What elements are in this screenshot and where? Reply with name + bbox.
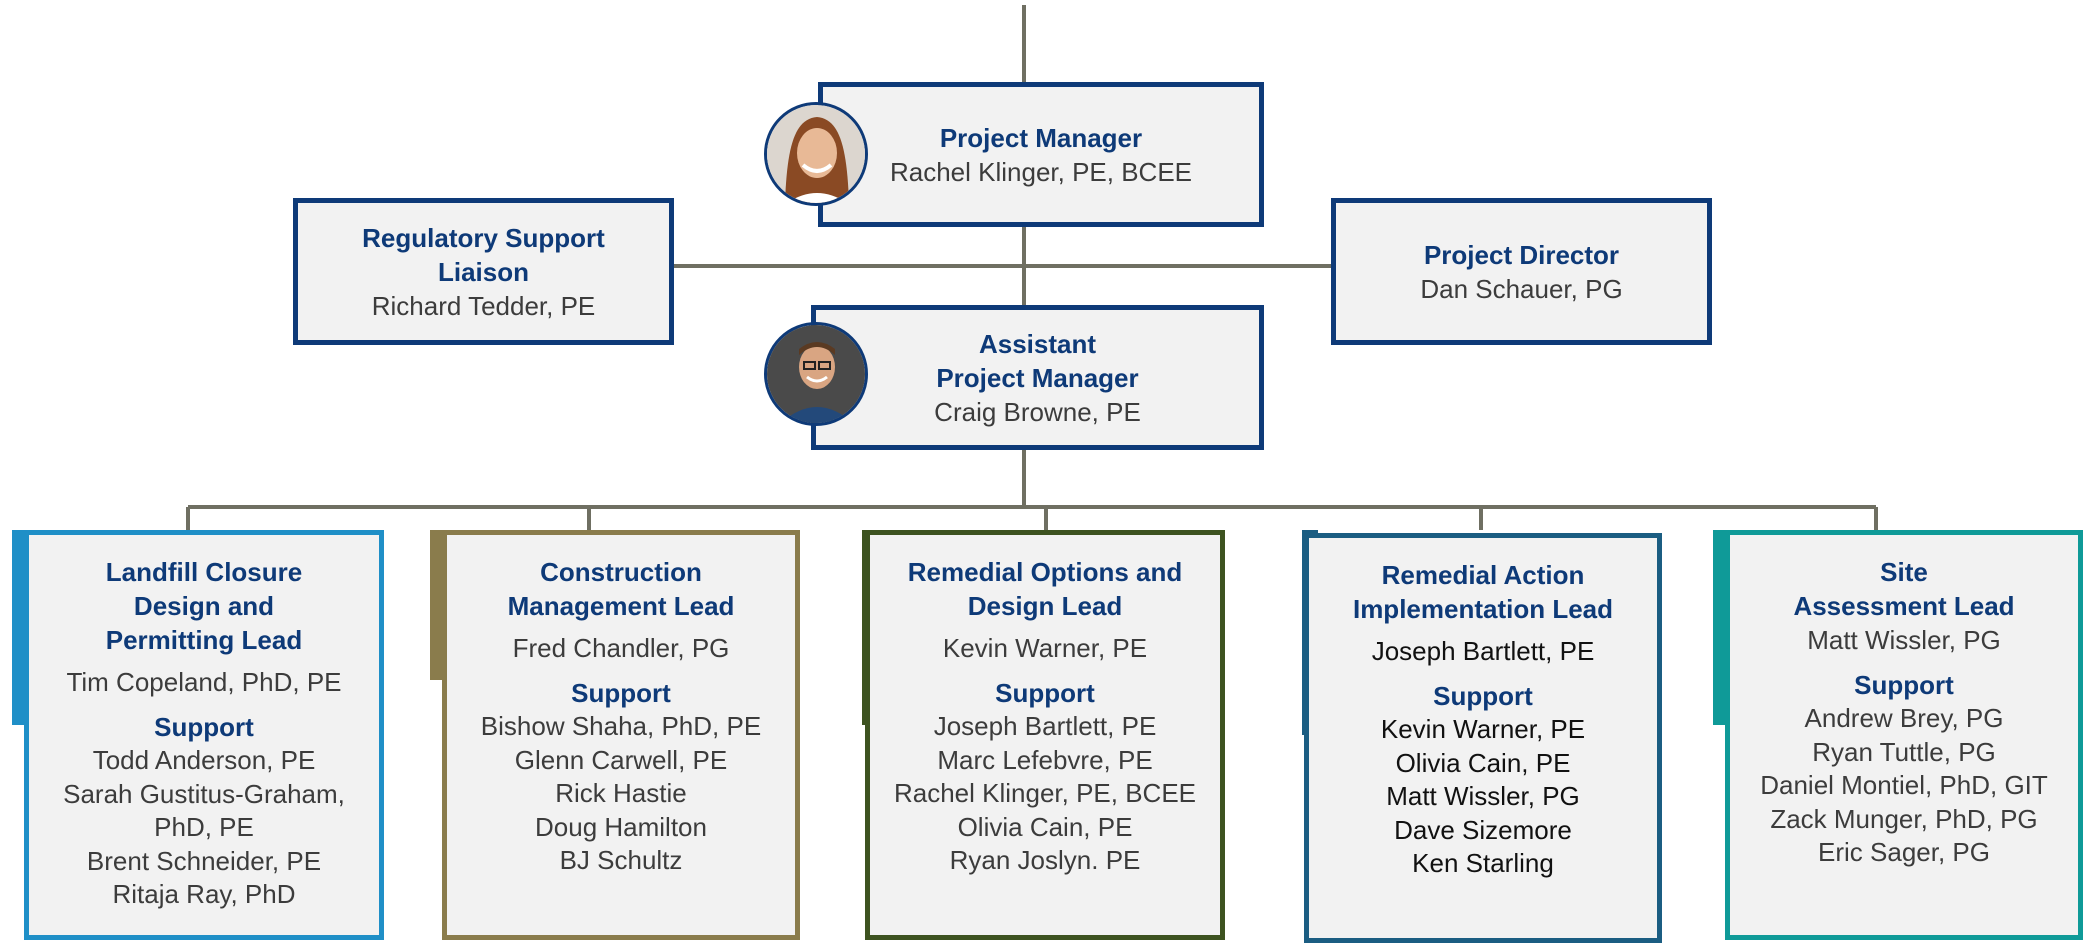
assistant-pm-name: Craig Browne, PE — [934, 396, 1141, 427]
team-4-member: Olivia Cain, PE — [1395, 747, 1571, 778]
team-1-member: Sarah Gustitus-Graham, — [63, 778, 345, 809]
project-director-box: Project Director Dan Schauer, PG — [1331, 198, 1712, 345]
regulatory-name: Richard Tedder, PE — [371, 290, 596, 321]
team-2-member: BJ Schultz — [559, 845, 683, 875]
team-1-support-heading: Support — [154, 712, 254, 742]
team-1-member: Brent Schneider, PE — [86, 845, 322, 876]
team-4-lead: Joseph Bartlett, PE — [1371, 636, 1595, 666]
team-4-member: Kevin Warner, PE — [1380, 714, 1586, 744]
assistant-pm-photo — [764, 322, 868, 426]
team-4-title-line1: Remedial Action — [1381, 560, 1585, 590]
team-3-title-line1: Remedial Options and — [907, 557, 1183, 587]
team-construction-management-box: Construction Management Lead Fred Chandl… — [442, 530, 800, 940]
team-5-member: Zack Munger, PhD, PG — [1770, 803, 2038, 834]
team-2-lead: Fred Chandler, PG — [512, 633, 730, 663]
person-photo-icon — [767, 105, 865, 203]
team-5-title-line1: Site — [1880, 557, 1928, 587]
team-4-support-heading: Support — [1433, 681, 1533, 711]
team-remedial-options-box: Remedial Options and Design Lead Kevin W… — [865, 530, 1225, 940]
team-2-member: Rick Hastie — [555, 778, 687, 808]
team-3-member: Olivia Cain, PE — [957, 811, 1133, 842]
project-manager-name: Rachel Klinger, PE, BCEE — [889, 156, 1193, 187]
team-1-member: Todd Anderson, PE — [92, 745, 316, 775]
project-director-title: Project Director — [1423, 239, 1620, 270]
project-manager-title: Project Manager — [939, 122, 1143, 153]
team-5-member: Ryan Tuttle, PG — [1812, 736, 1996, 767]
team-site-assessment-box: Site Assessment Lead Matt Wissler, PG Su… — [1725, 530, 2083, 940]
regulatory-title-line2: Liaison — [437, 256, 529, 287]
team-2-title-line1: Construction — [540, 557, 702, 587]
team-4-member: Dave Sizemore — [1394, 814, 1572, 845]
team-5-support-heading: Support — [1854, 670, 1954, 700]
assistant-pm-title-line2: Project Manager — [936, 362, 1139, 393]
team-1-title-line1: Landfill Closure — [105, 557, 303, 587]
team-2-support-heading: Support — [571, 678, 671, 708]
team-4-member: Matt Wissler, PG — [1386, 781, 1580, 811]
team-1-title-line3: Permitting Lead — [105, 625, 303, 655]
team-3-member: Ryan Joslyn. PE — [949, 845, 1141, 875]
team-1-member: Ritaja Ray, PhD — [112, 879, 296, 909]
team-3-lead: Kevin Warner, PE — [942, 633, 1148, 663]
project-manager-box: Project Manager Rachel Klinger, PE, BCEE — [818, 82, 1264, 227]
team-2-title-line2: Management Lead — [507, 591, 735, 621]
team-3-title-line2: Design Lead — [967, 591, 1123, 621]
team-1-title-line2: Design and — [133, 591, 275, 621]
regulatory-title-line1: Regulatory Support — [362, 222, 605, 253]
team-landfill-closure-box: Landfill Closure Design and Permitting L… — [24, 530, 384, 940]
person-photo-icon — [767, 325, 865, 423]
team-1-member: PhD, PE — [154, 812, 254, 842]
team-5-member: Eric Sager, PG — [1818, 837, 1990, 867]
team-2-member: Glenn Carwell, PE — [514, 744, 728, 775]
team-3-support-heading: Support — [995, 678, 1095, 708]
team-3-member: Marc Lefebvre, PE — [937, 744, 1153, 775]
team-2-member: Bishow Shaha, PhD, PE — [480, 711, 762, 741]
team-5-title-line2: Assessment Lead — [1793, 591, 2015, 621]
assistant-pm-box: Assistant Project Manager Craig Browne, … — [811, 305, 1264, 450]
team-3-member: Joseph Bartlett, PE — [933, 711, 1157, 741]
team-remedial-action-box: Remedial Action Implementation Lead Jose… — [1304, 533, 1662, 943]
assistant-pm-title-line1: Assistant — [978, 328, 1097, 359]
team-1-lead: Tim Copeland, PhD, PE — [66, 667, 342, 697]
project-manager-photo — [764, 102, 868, 206]
team-3-member: Rachel Klinger, PE, BCEE — [893, 778, 1197, 808]
team-5-member: Andrew Brey, PG — [1804, 703, 2004, 733]
regulatory-liaison-box: Regulatory Support Liaison Richard Tedde… — [293, 198, 674, 345]
team-2-member: Doug Hamilton — [535, 811, 707, 842]
project-director-name: Dan Schauer, PG — [1420, 273, 1623, 304]
team-5-member: Daniel Montiel, PhD, GIT — [1760, 770, 2048, 800]
team-4-member: Ken Starling — [1412, 848, 1554, 878]
team-5-lead: Matt Wissler, PG — [1807, 625, 2001, 655]
team-4-title-line2: Implementation Lead — [1352, 594, 1614, 624]
